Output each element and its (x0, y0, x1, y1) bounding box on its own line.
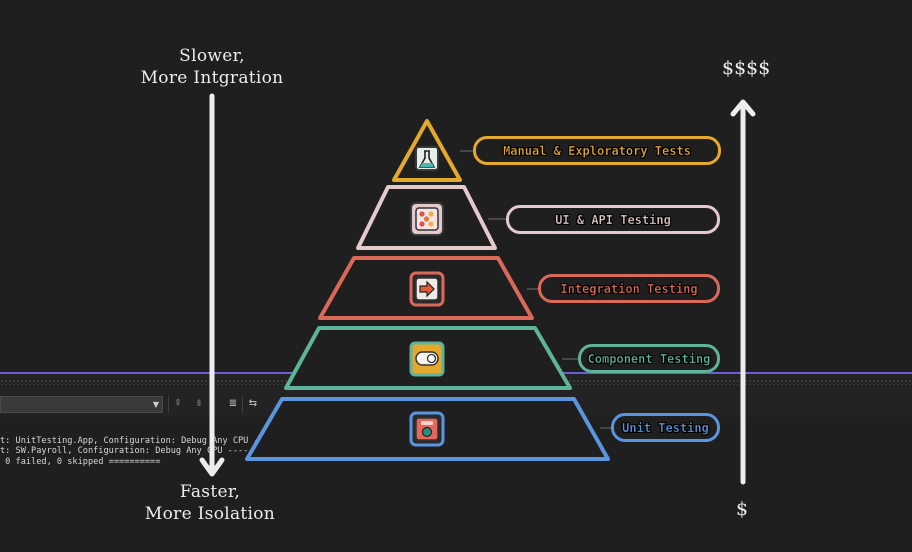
slower-label-line1: Slower, (179, 46, 245, 66)
dashboard-icon (410, 202, 444, 236)
build-output: t: UnitTesting.App, Configuration: Debug… (0, 425, 285, 467)
flask-icon (415, 146, 439, 171)
faster-label: Faster, More Isolation (110, 481, 310, 525)
slower-label: Slower, More Intgration (112, 45, 312, 89)
label-manual-exploratory: Manual & Exploratory Tests (473, 136, 721, 165)
label-ui-api: UI & API Testing (506, 205, 720, 234)
label-ui-api-text: UI & API Testing (555, 212, 671, 227)
label-unit: Unit Testing (611, 413, 720, 442)
next-message-icon[interactable]: ⇟ (194, 398, 204, 409)
chevron-down-icon: ▼ (152, 400, 159, 409)
arrow-icon (409, 271, 445, 307)
faster-label-line2: More Isolation (144, 504, 276, 524)
toolbar-separator (242, 396, 243, 413)
output-line: t: SW.Payroll, Configuration: Debug Any … (0, 446, 259, 456)
toolbar-separator (168, 396, 169, 413)
label-unit-text: Unit Testing (622, 420, 709, 435)
output-line: 0 failed, 0 skipped ========== (0, 456, 161, 467)
slower-label-line2: More Intgration (140, 68, 284, 88)
speed-axis-arrowhead (199, 457, 225, 477)
prev-message-icon[interactable]: ⇞ (173, 398, 183, 409)
cost-axis-arrowhead (730, 99, 756, 117)
label-manual-exploratory-text: Manual & Exploratory Tests (503, 143, 691, 158)
label-integration: Integration Testing (538, 274, 720, 303)
cube-icon (409, 411, 445, 447)
ide-output-source-dropdown[interactable]: ▼ (0, 396, 163, 413)
label-integration-text: Integration Testing (560, 281, 698, 296)
label-component: Component Testing (578, 344, 720, 373)
label-component-text: Component Testing (587, 351, 711, 366)
toggle-icon (409, 341, 445, 377)
high-cost-label: $$$$ (722, 57, 771, 79)
clear-all-icon[interactable]: ≣ (228, 398, 238, 409)
faster-label-line1: Faster, (179, 482, 241, 502)
word-wrap-icon[interactable]: ⇆ (248, 398, 258, 409)
low-cost-label: $ (736, 498, 749, 520)
